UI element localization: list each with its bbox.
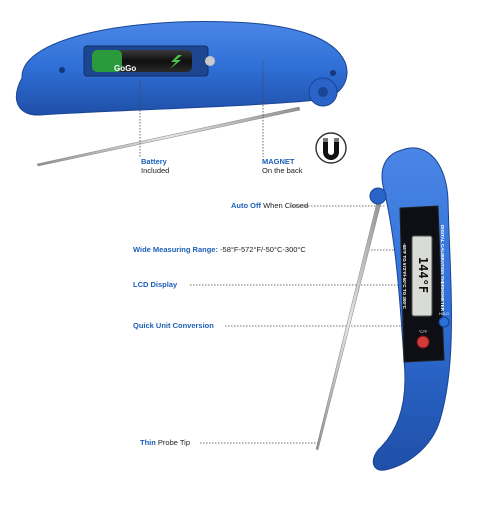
hold-button: [438, 316, 450, 328]
top-probe: [36, 106, 301, 167]
front-probe: [315, 197, 383, 451]
measuring-range-label: Wide Measuring Range: -58°F-572°F/-50°C-…: [133, 245, 306, 254]
unit-button: [416, 335, 430, 349]
leader-lines: [139, 60, 430, 444]
thermometer-back-view: GoGo: [15, 21, 348, 167]
front-hinge: [369, 187, 387, 205]
magnet-label: MAGNET On the back: [262, 157, 303, 175]
battery-label: Battery Included: [141, 157, 170, 175]
auto-off-label: Auto Off When Closed: [231, 201, 309, 210]
device-range-text: -58°F TO 572°F/-50°C TO 300°C: [402, 243, 407, 309]
thermometer-front-view: [315, 147, 452, 471]
screw-left: [59, 67, 65, 73]
device-side-text: DIGITAL CALIBRATION THERMOMETER: [440, 225, 445, 311]
lcd-display-label: LCD Display: [133, 280, 178, 289]
unit-conversion-label: Quick Unit Conversion: [133, 321, 214, 330]
unit-button-label: °C/°F: [418, 330, 428, 334]
screw-right: [330, 70, 336, 76]
lcd-reading: 144°F: [416, 256, 430, 294]
battery-brand: GoGo: [114, 64, 136, 73]
magnet-icon: [315, 132, 347, 164]
hold-button-label: HOLD: [439, 312, 449, 316]
probe-tip-label: Thin Probe Tip: [140, 438, 191, 447]
lcd-screen: [411, 235, 433, 317]
